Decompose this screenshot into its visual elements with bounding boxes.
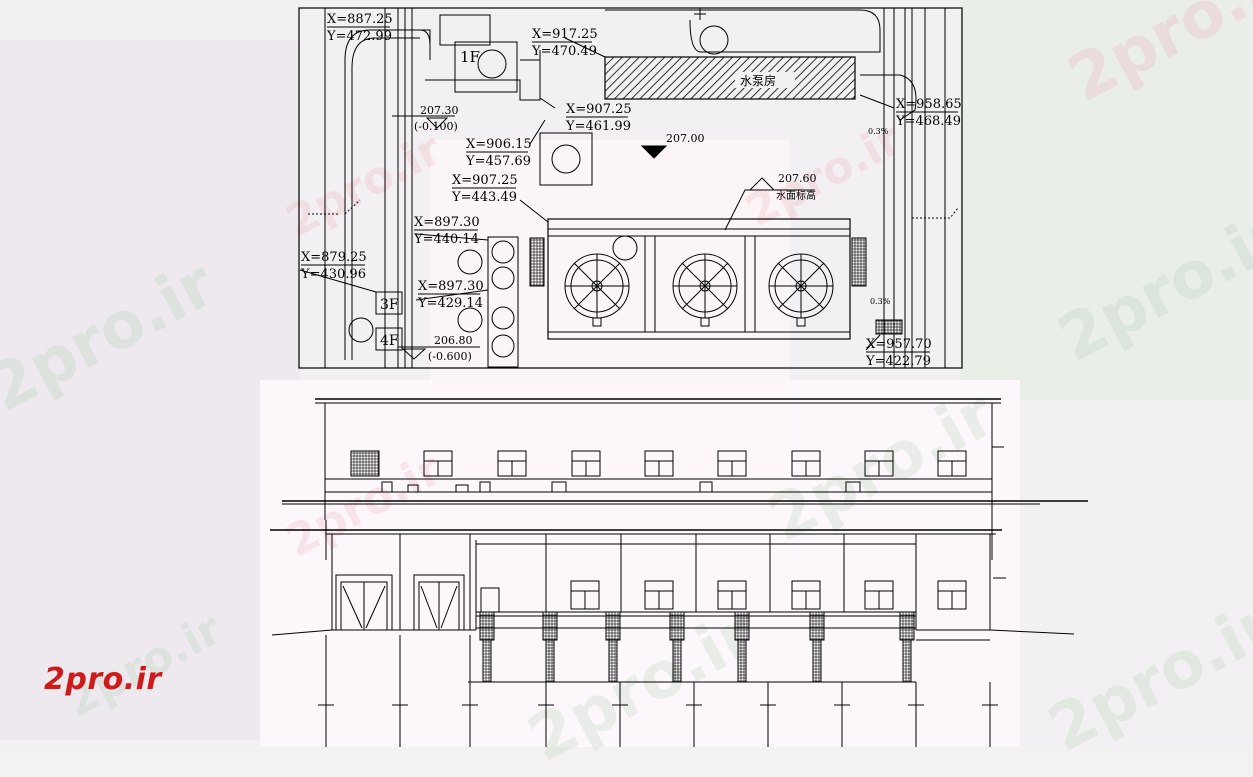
floor-label: 3F: [380, 297, 399, 313]
coord-x: X=917.25: [532, 27, 598, 42]
level-label: (-0.100): [414, 120, 458, 133]
level-label: 207.60: [778, 172, 817, 185]
level-label: 207.00: [666, 132, 705, 145]
coord-x: X=907.25: [452, 173, 518, 188]
slope-label: 0.3%: [868, 127, 889, 136]
cad-drawing: 水泵房: [270, 7, 1088, 747]
coord-y: Y=457.69: [465, 154, 531, 169]
fan: [564, 253, 630, 327]
coord-x: X=957.70: [866, 337, 932, 352]
slope-label: 0.3%: [870, 297, 891, 306]
background: [0, 0, 1253, 747]
floor-label: 1F: [460, 48, 480, 66]
coord-y: Y=443.49: [451, 190, 517, 205]
coord-x: X=897.30: [418, 279, 484, 294]
coord-y: Y=429.14: [417, 296, 483, 311]
floor-label: 4F: [380, 333, 399, 349]
brand-logo[interactable]: 2pro.ir: [44, 662, 162, 697]
level-note: 水面标高: [776, 189, 816, 202]
fan: [768, 253, 834, 327]
pier-columns: [479, 611, 915, 683]
coord-y: Y=472.99: [326, 29, 392, 44]
coord-x: X=897.30: [414, 215, 480, 230]
svg-text:水泵房: 水泵房: [740, 73, 776, 88]
coord-y: Y=430.96: [300, 267, 366, 282]
level-label: 207.30: [420, 104, 459, 117]
hatched-equipment: [604, 56, 856, 100]
coord-y: Y=440.14: [413, 232, 479, 247]
axis-lines: [318, 635, 998, 747]
plan-labels: X=887.25 Y=472.99 X=917.25 Y=470.49 X=90…: [300, 12, 962, 369]
coord-x: X=887.25: [327, 12, 393, 27]
window-row-lower: [570, 580, 967, 610]
level-label: 206.80: [434, 334, 473, 347]
coord-y: Y=422.79: [865, 354, 931, 369]
coord-y: Y=468.49: [895, 114, 961, 129]
plan-view: 水泵房: [298, 7, 963, 369]
coord-x: X=907.25: [566, 102, 632, 117]
coord-x: X=906.15: [466, 137, 532, 152]
fan: [672, 253, 738, 327]
elevation-view: [270, 398, 1088, 747]
coord-y: Y=470.49: [531, 44, 597, 59]
plan-frame: [298, 7, 963, 369]
window-row-upper: [350, 450, 967, 477]
coord-x: X=879.25: [301, 250, 367, 265]
level-label: (-0.600): [428, 350, 472, 363]
coord-y: Y=461.99: [565, 119, 631, 134]
coord-x: X=958.65: [896, 97, 962, 112]
